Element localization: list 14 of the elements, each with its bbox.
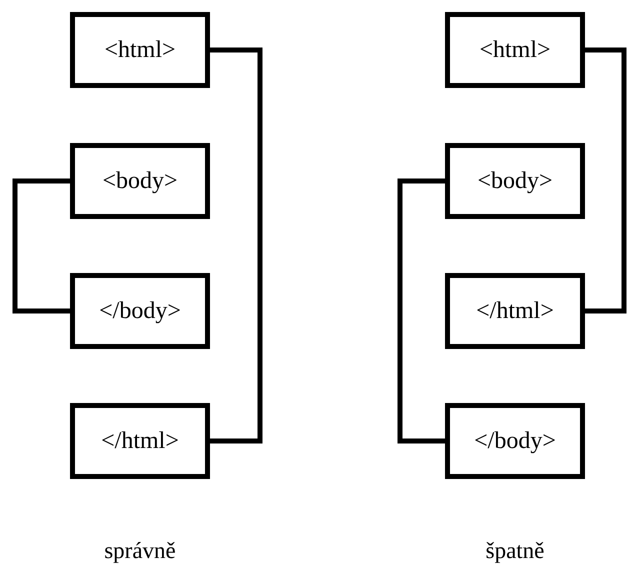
tag-box: <html> xyxy=(445,12,585,88)
tag-box: <html> xyxy=(70,12,210,88)
tag-box: </body> xyxy=(70,273,210,349)
bracket-connector xyxy=(398,178,445,444)
tag-box: <body> xyxy=(70,143,210,219)
tag-box: </html> xyxy=(445,273,585,349)
bracket-connector xyxy=(585,48,626,314)
bracket-connector xyxy=(210,48,262,444)
bracket-connector xyxy=(12,178,70,314)
tag-box: </html> xyxy=(70,403,210,479)
column-caption: špatně xyxy=(486,538,544,564)
tag-box: <body> xyxy=(445,143,585,219)
tag-box: </body> xyxy=(445,403,585,479)
column-caption: správně xyxy=(104,538,176,564)
